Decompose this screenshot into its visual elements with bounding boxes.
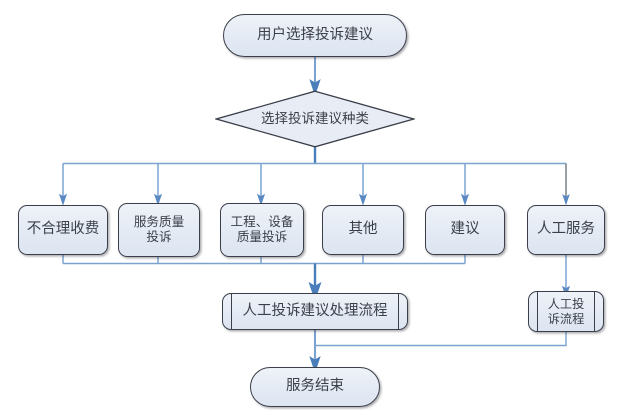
node-process-main-label: 人工投诉建议处理流程 bbox=[242, 302, 388, 319]
node-option-suggestion-label: 建议 bbox=[450, 221, 480, 238]
node-option-other-label: 其他 bbox=[348, 221, 378, 238]
node-option-engineering-equipment-quality[interactable]: 工程、设备 质量投诉 bbox=[220, 203, 304, 257]
node-process-manual[interactable]: 人工投 诉流程 bbox=[528, 291, 604, 332]
node-process-main[interactable]: 人工投诉建议处理流程 bbox=[222, 293, 408, 330]
predefined-process-right-bar bbox=[397, 294, 399, 329]
node-option-service-quality-line1: 服务质量 bbox=[133, 215, 185, 230]
node-option-manual-service[interactable]: 人工服务 bbox=[527, 205, 605, 255]
node-process-manual-line1: 人工投 bbox=[547, 297, 585, 312]
node-option-suggestion[interactable]: 建议 bbox=[425, 205, 505, 255]
node-end-label: 服务结束 bbox=[286, 378, 344, 395]
diamond-shape bbox=[215, 90, 415, 148]
node-start-label: 用户选择投诉建议 bbox=[257, 26, 373, 43]
predefined-process-manual-left-bar bbox=[537, 292, 539, 331]
node-option-service-quality-line2: 投诉 bbox=[146, 230, 172, 244]
node-end[interactable]: 服务结束 bbox=[250, 367, 380, 407]
node-decision-label: 选择投诉建议种类 bbox=[261, 111, 369, 127]
node-start[interactable]: 用户选择投诉建议 bbox=[223, 14, 407, 57]
edge-manual-process-to-end bbox=[316, 332, 567, 347]
node-option-service-quality[interactable]: 服务质量 投诉 bbox=[118, 203, 200, 257]
predefined-process-manual-right-bar bbox=[593, 292, 595, 331]
node-option-engineering-equipment-quality-line1: 工程、设备 bbox=[230, 215, 294, 230]
node-process-manual-line2: 诉流程 bbox=[547, 311, 585, 326]
edge-fanout-bus bbox=[58, 162, 570, 206]
node-option-unreasonable-charge[interactable]: 不合理收费 bbox=[18, 205, 108, 255]
predefined-process-left-bar bbox=[231, 294, 233, 329]
node-option-manual-service-label: 人工服务 bbox=[537, 221, 595, 238]
node-option-engineering-equipment-quality-line2: 质量投诉 bbox=[236, 230, 288, 244]
edge-merge-bus bbox=[62, 255, 466, 302]
node-option-unreasonable-charge-label: 不合理收费 bbox=[26, 221, 100, 238]
node-option-other[interactable]: 其他 bbox=[322, 205, 404, 255]
node-decision[interactable]: 选择投诉建议种类 bbox=[215, 90, 415, 148]
